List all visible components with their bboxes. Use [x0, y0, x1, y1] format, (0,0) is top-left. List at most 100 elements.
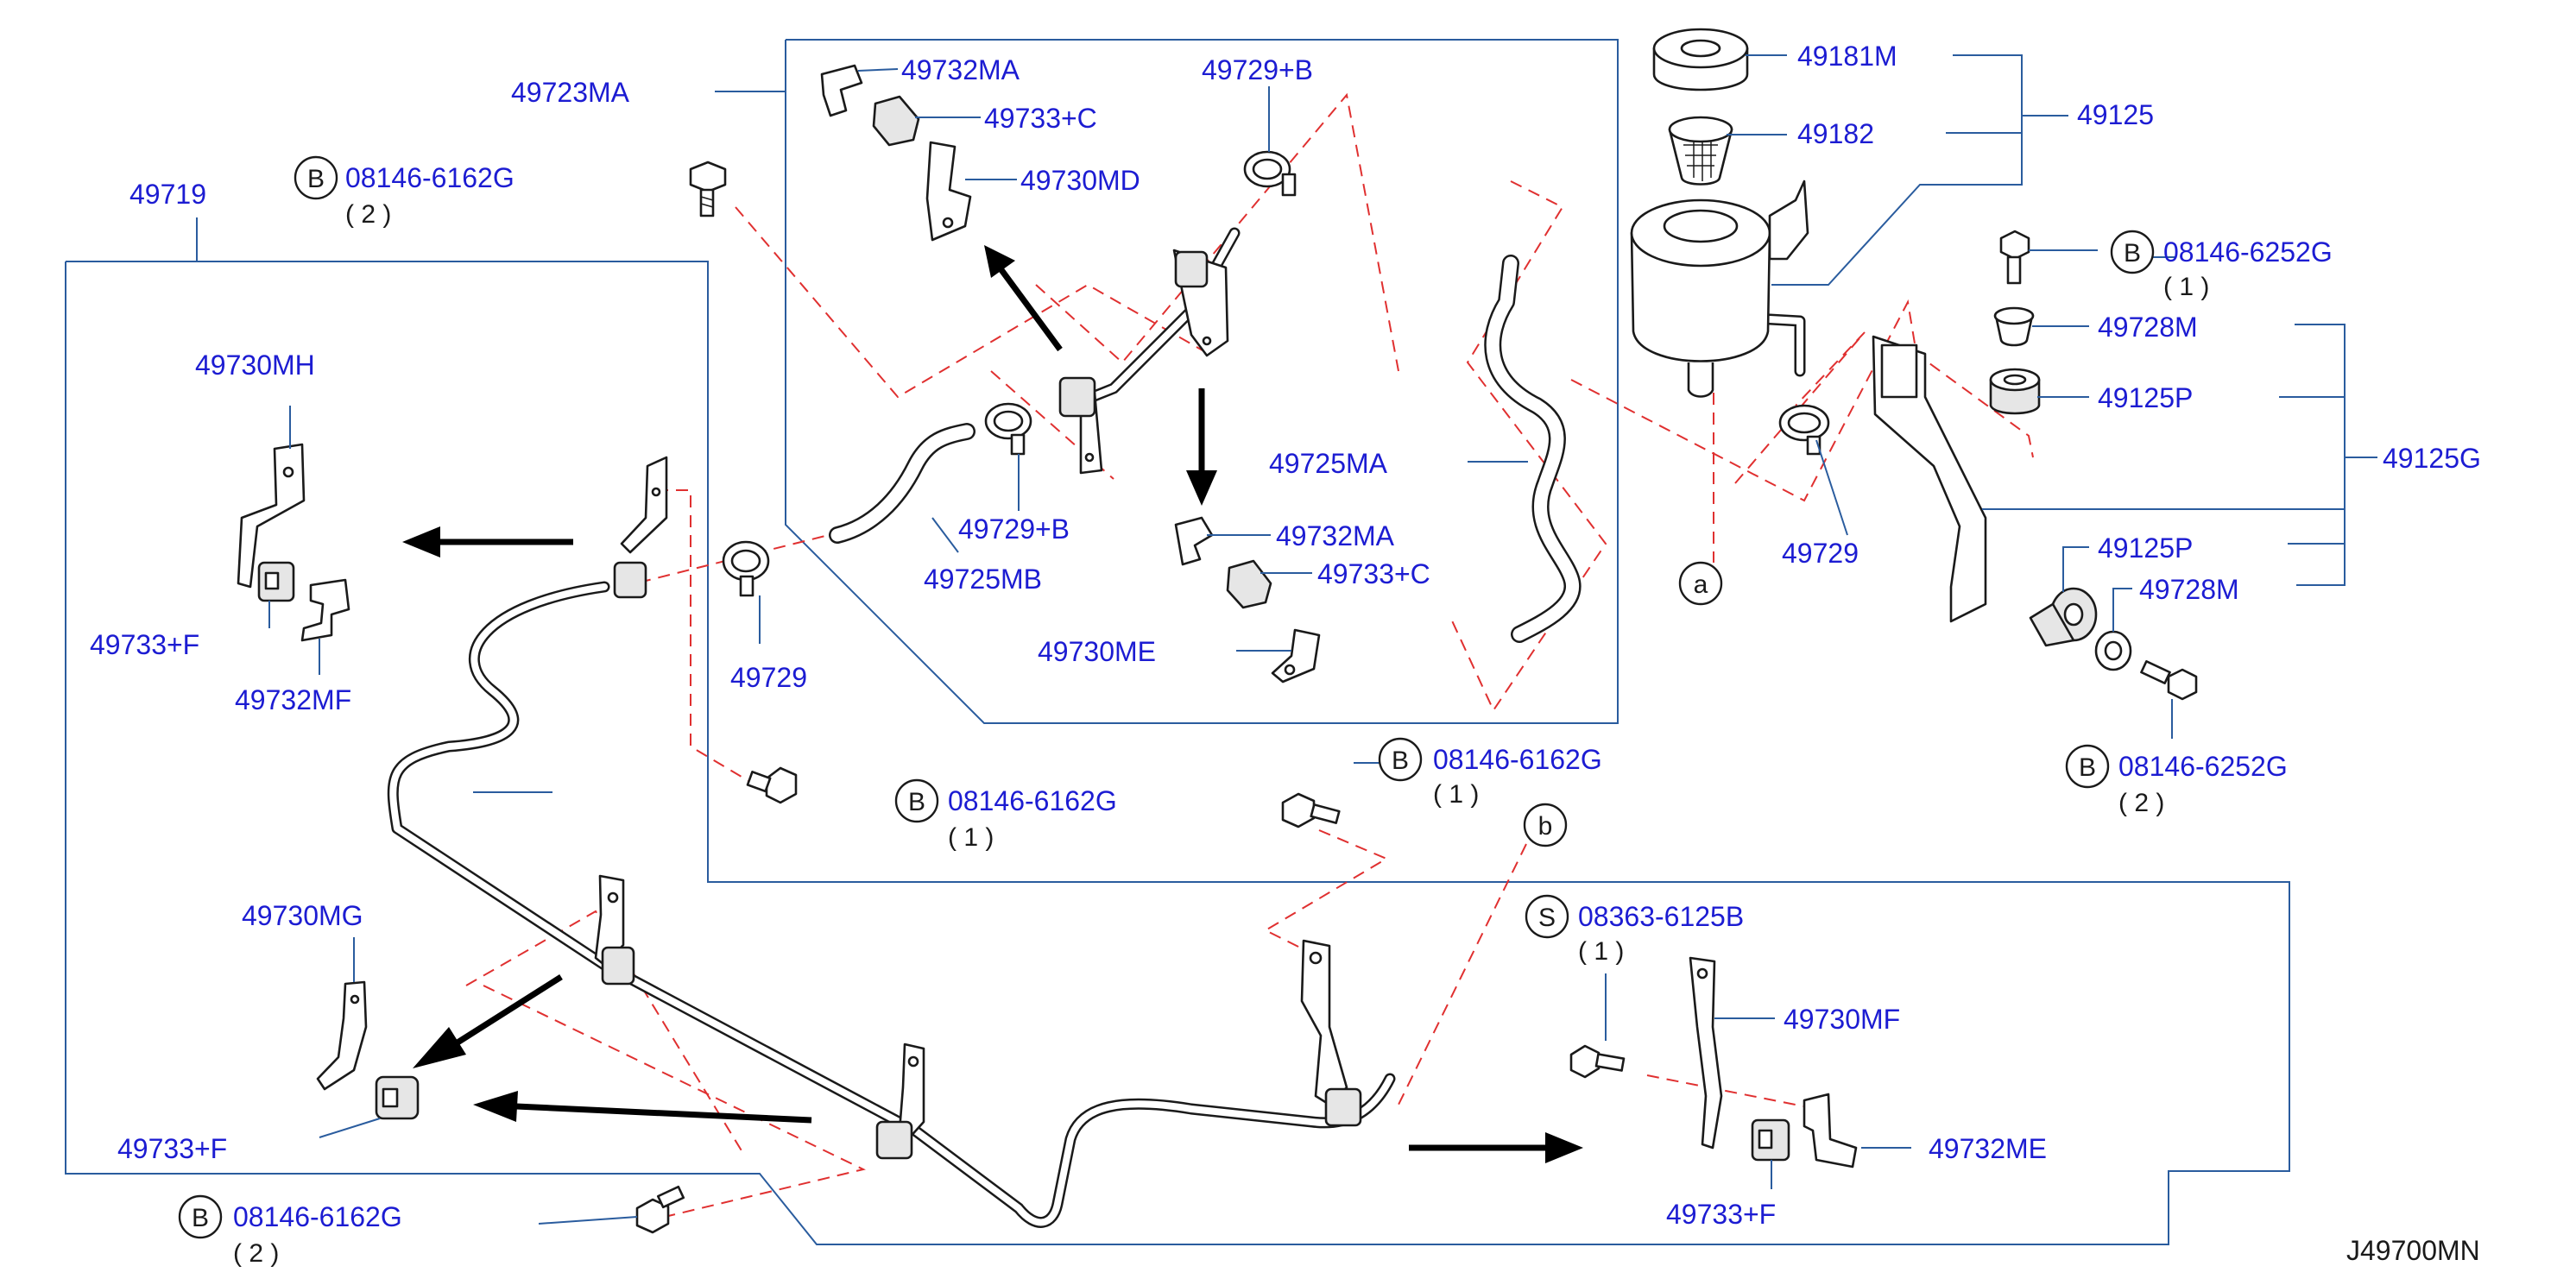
direction-arrows [402, 245, 1583, 1163]
label-49719: 49719 [129, 179, 206, 210]
direction-arrow-icon [473, 1091, 812, 1124]
label-49733F-left: 49733+F [90, 629, 199, 660]
reservoir-tank-icon [1630, 180, 1809, 398]
bolt-b3-code: 08146-6162G [1433, 744, 1602, 775]
bolt-b5-code: 08146-6252G [2163, 236, 2333, 268]
bracket-icon [316, 980, 368, 1091]
bolt-b6-letter: B [2079, 753, 2096, 782]
strainer-icon [1668, 116, 1733, 186]
label-49733F-bottom: 49733+F [117, 1133, 227, 1164]
label-49733F-right: 49733+F [1666, 1199, 1776, 1230]
label-49728M-top: 49728M [2098, 312, 2198, 343]
assembly-dash-lines [465, 92, 2034, 1218]
direction-arrow-icon [984, 245, 1063, 352]
direction-arrow-icon [1186, 388, 1217, 506]
bolt-b2-letter: B [908, 788, 925, 816]
clip-icon [300, 578, 350, 642]
bolt-b5-letter: B [2124, 239, 2141, 268]
hose-clamps [722, 150, 1830, 597]
box-49719 [65, 261, 2290, 1245]
hose-clamp-icon [984, 402, 1032, 456]
reservoir-cap-icon [1652, 28, 1749, 91]
label-49729-left: 49729 [730, 662, 807, 693]
label-49181M: 49181M [1797, 41, 1897, 72]
bolt-b1-letter: B [307, 165, 325, 193]
label-49732MF: 49732MF [235, 684, 351, 715]
bolt-s1-letter: S [1538, 904, 1556, 932]
rubber-grommet-icon [872, 95, 920, 147]
label-49732ME: 49732ME [1929, 1133, 2047, 1164]
circled-markers: B B B B B B S a b [178, 155, 2155, 1239]
clip-icon [1803, 1093, 1858, 1168]
enclosure-outlines [65, 39, 2290, 1245]
label-49730MD: 49730MD [1020, 165, 1140, 196]
bolt-b6-qty: ( 2 ) [2118, 789, 2164, 817]
hex-bolt-icon [1281, 792, 1341, 828]
bolt-b5-qty: ( 1 ) [2163, 273, 2209, 301]
label-49723MA: 49723MA [511, 77, 630, 108]
label-49733C-top: 49733+C [984, 103, 1097, 134]
direction-arrow-icon [1409, 1132, 1583, 1163]
label-49730MF: 49730MF [1784, 1004, 1900, 1035]
direction-arrow-icon [402, 526, 573, 557]
ref-b: b [1538, 812, 1553, 841]
label-49730MG: 49730MG [242, 900, 363, 931]
hex-bolt-icon [1999, 230, 2030, 285]
bracket-icon [237, 443, 306, 589]
label-49730MH: 49730MH [195, 350, 315, 381]
label-49733C-mid: 49733+C [1317, 558, 1430, 589]
hose-clamp-icon [722, 540, 770, 597]
bolt-b2-qty: ( 1 ) [948, 823, 994, 852]
label-49729B-top: 49729+B [1202, 54, 1313, 85]
bolt-b2-code: 08146-6162G [948, 785, 1117, 816]
bolt-b4-code: 08146-6162G [233, 1201, 402, 1232]
hex-bolts [635, 161, 2198, 1234]
bracket-icon [1271, 628, 1321, 683]
bolt-b3-qty: ( 1 ) [1433, 780, 1479, 809]
hex-bolt-icon [635, 1185, 685, 1234]
hex-bolt-icon [689, 161, 727, 217]
label-49729B-mid: 49729+B [958, 513, 1070, 545]
bolt-b4-letter: B [192, 1204, 209, 1232]
bolt-s1-qty: ( 1 ) [1578, 937, 1624, 966]
hex-bolt-icon [2140, 660, 2198, 701]
collar-icon [1993, 306, 2035, 347]
hose-clamp-icon [1243, 150, 1297, 197]
bolt-b3-letter: B [1392, 746, 1409, 775]
bolt-s1-code: 08363-6125B [1578, 901, 1744, 932]
label-49125P-top: 49125P [2098, 382, 2193, 413]
label-49728M-bottom: 49728M [2139, 574, 2239, 605]
label-49125: 49125 [2077, 99, 2154, 130]
bracket-icon [925, 141, 972, 242]
label-49182: 49182 [1797, 118, 1874, 149]
rubber-grommet-icon [2029, 587, 2098, 647]
collar-icon [2094, 630, 2132, 671]
label-49729-right: 49729 [1782, 538, 1859, 569]
bolt-b6-code: 08146-6252G [2118, 751, 2288, 782]
diagram-code: J49700MN [2346, 1235, 2480, 1266]
clip-icon [820, 64, 863, 117]
bolt-codes: 08146-6162G ( 2 ) 08146-6162G ( 1 ) 0814… [233, 162, 2333, 1268]
reservoir-assembly [1630, 28, 2132, 671]
direction-arrow-icon [413, 974, 563, 1068]
label-49730ME: 49730ME [1038, 636, 1156, 667]
clip-icon [1174, 516, 1214, 566]
label-49732MA-mid: 49732MA [1276, 520, 1395, 551]
label-49125P-bottom: 49125P [2098, 532, 2193, 564]
label-49125G: 49125G [2383, 443, 2481, 474]
bolt-b4-qty: ( 2 ) [233, 1239, 279, 1268]
grommets-and-clips [257, 64, 1858, 1168]
label-49725MA: 49725MA [1269, 448, 1388, 479]
bolt-b1-code: 08146-6162G [345, 162, 515, 193]
brackets [237, 141, 1987, 1150]
ref-a: a [1694, 570, 1708, 599]
part-labels: 49723MA 49719 49732MA 49733+C 49730MD 49… [90, 41, 2481, 1230]
bracket-icon [1689, 956, 1723, 1150]
hex-bolt-icon [746, 766, 798, 804]
box-49723MA [785, 39, 1619, 724]
hex-bolt-icon [1569, 1044, 1626, 1079]
bolt-b1-qty: ( 2 ) [345, 200, 391, 229]
label-49732MA-top: 49732MA [901, 54, 1020, 85]
